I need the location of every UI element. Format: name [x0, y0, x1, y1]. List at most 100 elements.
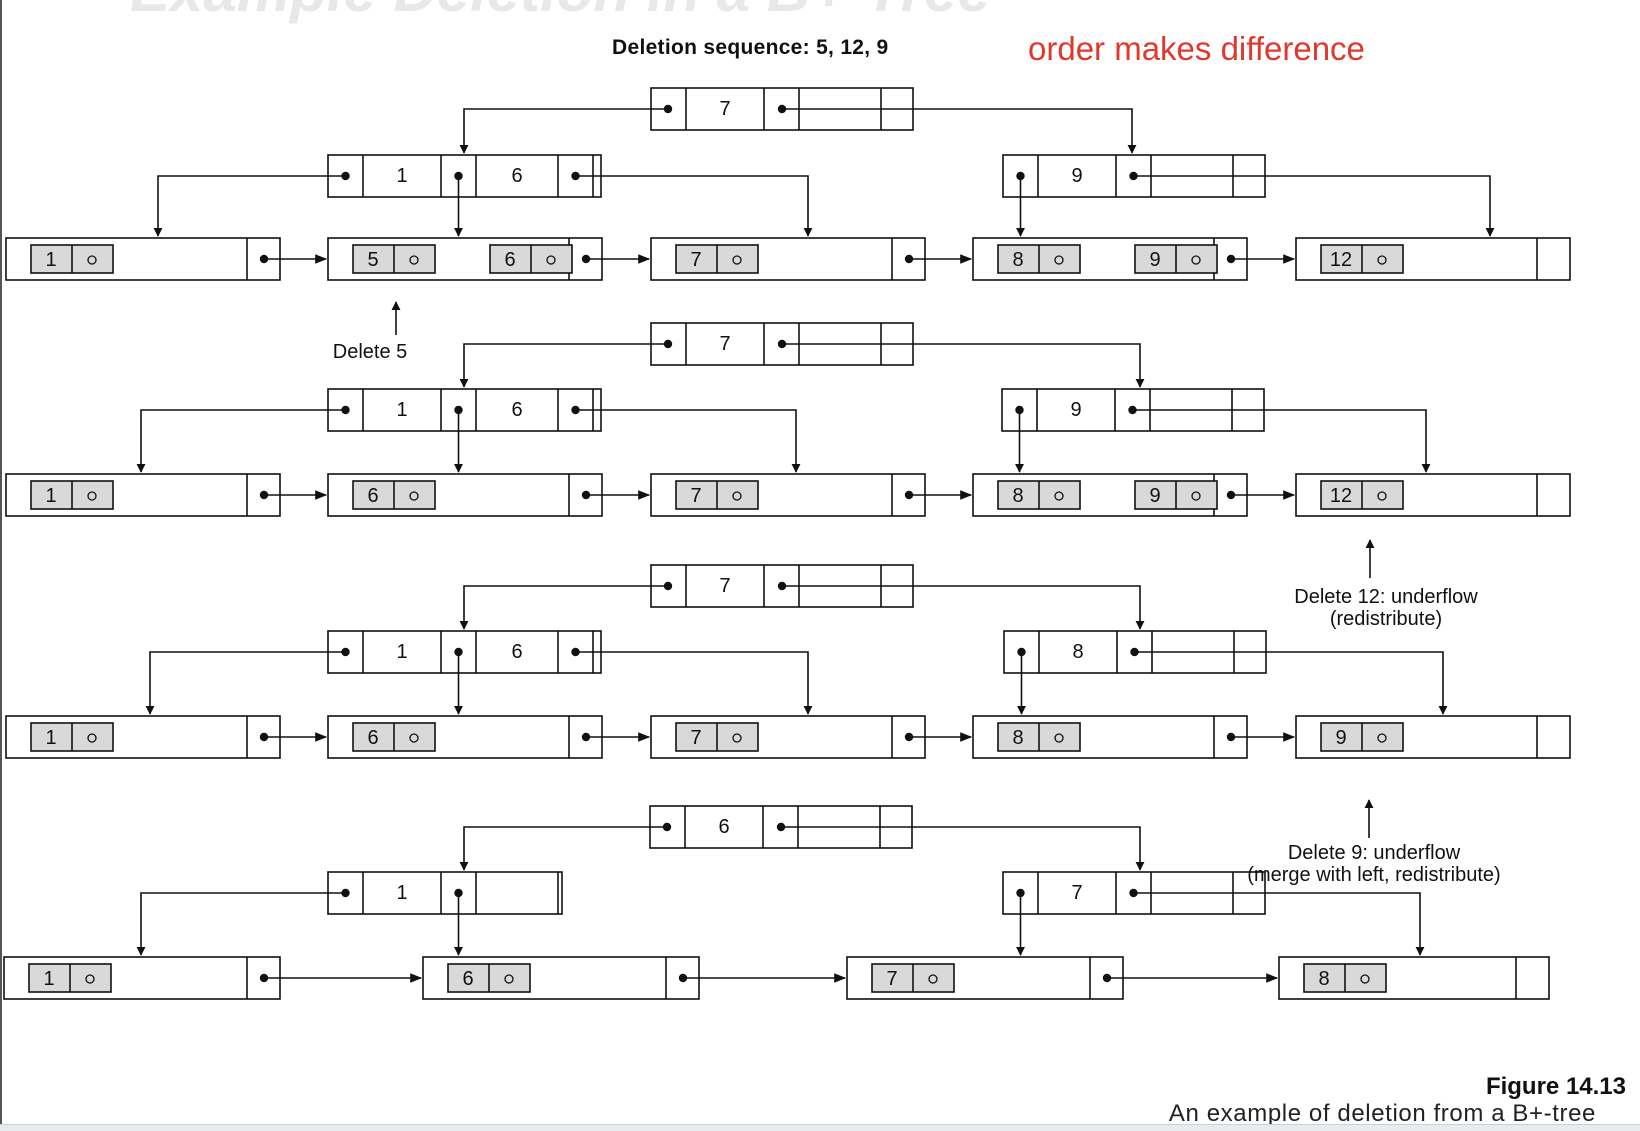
leaf-key: 12: [1330, 485, 1352, 507]
record-pointer-icon: [546, 255, 556, 265]
child-pointer: [1134, 651, 1448, 715]
root-left-pointer: [459, 108, 668, 154]
child-pointer: [1132, 409, 1431, 473]
leaf-node: 6: [422, 956, 700, 1000]
leaf-entry: 1: [30, 480, 114, 510]
leaf-key: 9: [1335, 727, 1346, 749]
leaf-key: 1: [45, 249, 56, 271]
leaf-entry: 6: [489, 244, 573, 274]
root-right-pointer: [781, 826, 1145, 871]
internal-key: 6: [511, 165, 522, 187]
leaf-entry: 6: [352, 722, 436, 752]
root-right-pointer: [782, 585, 1145, 630]
record-pointer-icon: [87, 255, 97, 265]
record-pointer-icon: [732, 491, 742, 501]
leaf-entry: 8: [997, 722, 1081, 752]
figure-label: Figure 14.13: [1485, 1073, 1626, 1100]
leaf-key: 8: [1012, 485, 1023, 507]
record-pointer-icon: [1360, 974, 1370, 984]
child-pointer: [136, 409, 346, 473]
root-left-pointer: [459, 343, 668, 388]
leaf-entry: 8: [1303, 963, 1387, 993]
record-pointer-icon: [1054, 491, 1064, 501]
internal-key: 6: [511, 641, 522, 663]
internal-key: 7: [1071, 882, 1082, 904]
leaf-key: 7: [690, 485, 701, 507]
internal-node-box: [327, 154, 602, 198]
internal-key: 1: [396, 165, 407, 187]
record-pointer-icon: [1377, 491, 1387, 501]
leaf-entry: 9: [1134, 244, 1218, 274]
annotation-delete9: Delete 9: underflow: [1288, 842, 1461, 864]
leaf-entry: 1: [30, 244, 114, 274]
record-pointer-icon: [1191, 255, 1201, 265]
root-right-pointer: [782, 108, 1137, 154]
leaf-entry: 12: [1320, 244, 1404, 274]
record-pointer-icon: [1054, 255, 1064, 265]
record-pointer-icon: [409, 733, 419, 743]
leaf-entry: 9: [1320, 722, 1404, 752]
record-pointer-icon: [1377, 255, 1387, 265]
child-pointer: [153, 175, 346, 237]
child-pointer: [145, 651, 346, 715]
leaf-key: 1: [45, 727, 56, 749]
leaf-node: 12: [1295, 237, 1571, 281]
leaf-entry: 1: [30, 722, 114, 752]
leaf-key: 7: [886, 968, 897, 990]
leaf-entry: 6: [352, 480, 436, 510]
leaf-key: 9: [1149, 249, 1160, 271]
leaf-key: 6: [504, 249, 515, 271]
annotation-delete9-sub: (merge with left, redistribute): [1247, 864, 1500, 886]
leaf-key: 8: [1012, 727, 1023, 749]
leaf-entry: 9: [1134, 480, 1218, 510]
leaf-node: 6: [327, 715, 603, 759]
internal-node-box: [327, 630, 602, 674]
internal-key: 9: [1071, 165, 1082, 187]
leaf-key: 1: [43, 968, 54, 990]
root-key: 7: [719, 98, 730, 120]
leaf-node: 7: [846, 956, 1124, 1000]
child-pointer: [575, 651, 813, 715]
leaf-key: 6: [367, 485, 378, 507]
leaf-node: 8: [1278, 956, 1550, 1000]
leaf-key: 8: [1318, 968, 1329, 990]
leaf-entry: 7: [871, 963, 955, 993]
leaf-key: 5: [367, 249, 378, 271]
leaf-entry: 7: [675, 244, 759, 274]
internal-node-box: [327, 871, 563, 915]
internal-key: 8: [1072, 641, 1083, 663]
leaf-node: 1: [5, 237, 281, 281]
root-key: 7: [719, 333, 730, 355]
leaf-node: 6: [327, 473, 603, 517]
leaf-node: 7: [650, 473, 926, 517]
annotation-delete12: Delete 12: underflow: [1294, 586, 1478, 608]
record-pointer-icon: [732, 255, 742, 265]
record-pointer-icon: [504, 974, 514, 984]
record-pointer-icon: [409, 491, 419, 501]
leaf-node: 1: [5, 473, 281, 517]
record-pointer-icon: [1054, 733, 1064, 743]
order-note: order makes difference: [1028, 30, 1365, 67]
record-pointer-icon: [409, 255, 419, 265]
root-left-pointer: [459, 585, 668, 630]
viewer-bottom-bar: [0, 1124, 1640, 1131]
record-pointer-icon: [1377, 733, 1387, 743]
child-pointer: [136, 892, 346, 956]
leaf-node: 7: [650, 715, 926, 759]
leaf-entry: 5: [352, 244, 436, 274]
internal-node-box: [327, 388, 602, 432]
leaf-node: 1: [5, 715, 281, 759]
figure-caption: An example of deletion from a B+-tree: [1168, 1100, 1596, 1127]
record-pointer-icon: [87, 733, 97, 743]
root-key: 6: [718, 816, 729, 838]
